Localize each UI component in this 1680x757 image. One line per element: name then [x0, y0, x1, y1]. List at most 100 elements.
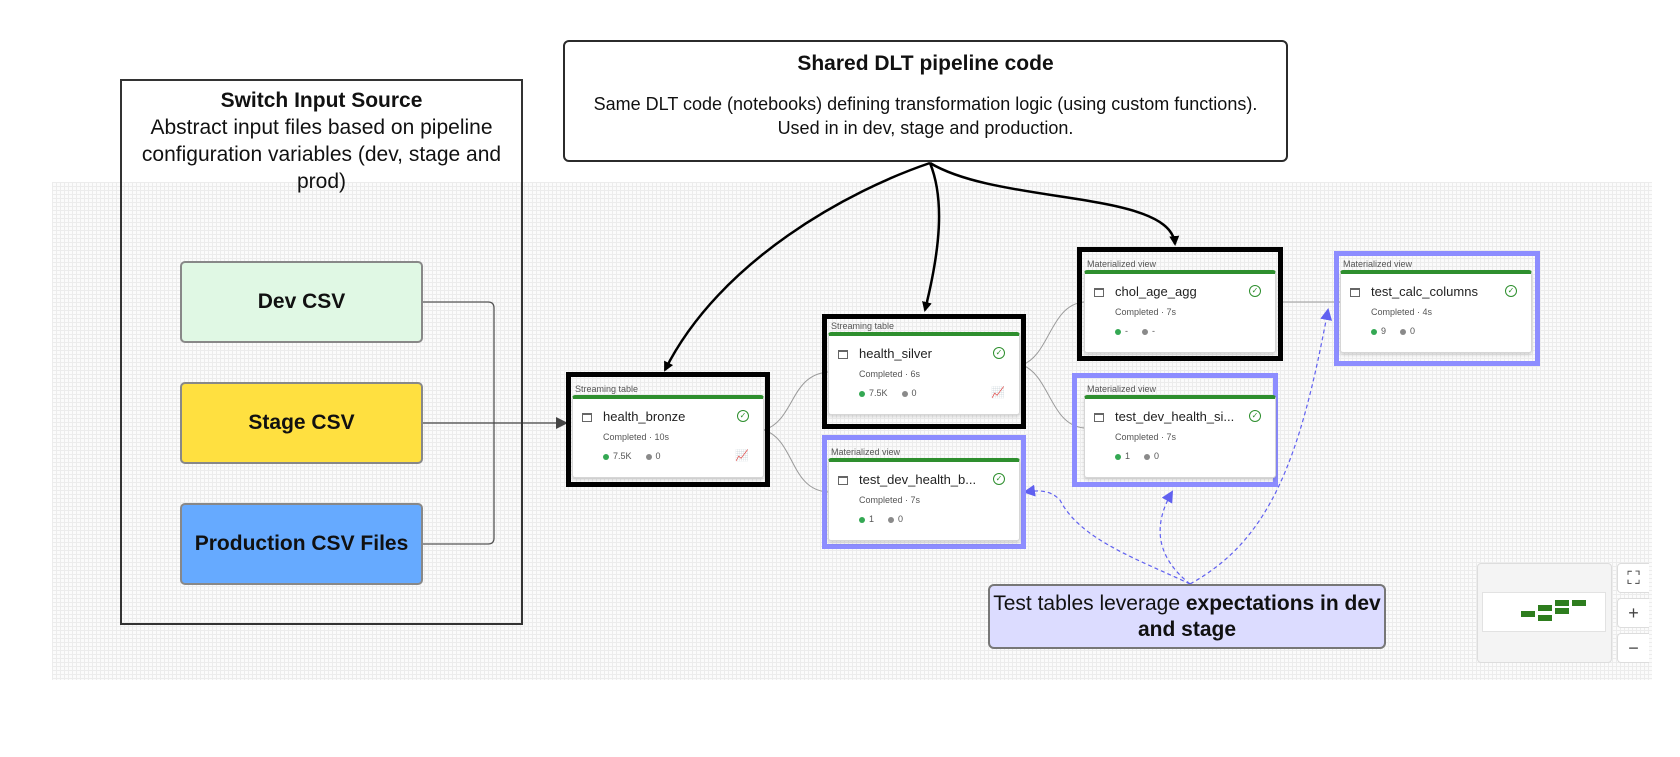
passed-dot-icon	[1115, 328, 1121, 335]
test-bronze-highlight-frame	[822, 435, 1026, 549]
node-kind: Streaming table	[575, 384, 639, 394]
passed-count: 7.5K	[613, 451, 632, 461]
source-callout-title: Switch Input Source	[220, 89, 423, 112]
zoom-in-button[interactable]: +	[1617, 598, 1649, 628]
dropped-count: 0	[1410, 326, 1416, 336]
stage-csv-source: Stage CSV	[180, 382, 423, 464]
node-status: Completed · 7s	[1115, 432, 1177, 442]
shared-pipeline-code-callout: Shared DLT pipeline code Same DLT code (…	[563, 40, 1288, 162]
passed-dot-icon	[859, 390, 865, 397]
minimap-node	[1521, 611, 1535, 617]
check-circle-icon: ✓	[993, 473, 1005, 485]
passed-dot-icon	[1115, 453, 1121, 460]
node-test-dev-health-bronze[interactable]: Materialized view test_dev_health_b... ✓…	[828, 446, 1020, 541]
test-calc-highlight-frame	[1334, 251, 1540, 366]
check-circle-icon: ✓	[1249, 285, 1261, 297]
line-chart-icon[interactable]: 📈	[991, 387, 1005, 399]
silver-highlight-frame	[822, 314, 1026, 429]
dropped-count: 0	[655, 451, 661, 461]
shared-to-agg-arrow	[929, 161, 1180, 246]
node-name: test_calc_columns	[1371, 284, 1478, 299]
dropped-count: -	[1152, 326, 1155, 336]
dropped-dot-icon	[645, 453, 652, 460]
node-chol-age-agg[interactable]: Materialized view chol_age_agg ✓ Complet…	[1084, 258, 1276, 353]
dropped-dot-icon	[1142, 328, 1148, 335]
shared-to-bronze-arrow	[663, 161, 931, 372]
node-status: Completed · 7s	[859, 495, 921, 505]
test-tables-note-callout: Test tables leverage expectations in dev…	[988, 584, 1386, 649]
agg-highlight-frame	[1077, 247, 1283, 361]
passed-count: -	[1125, 326, 1128, 336]
node-metrics: 7.5K 0	[603, 451, 661, 461]
node-kind: Materialized view	[1087, 259, 1157, 269]
dropped-dot-icon	[1144, 453, 1151, 460]
table-icon	[582, 413, 592, 422]
node-status: Completed · 6s	[859, 369, 921, 379]
minimap-viewport	[1482, 592, 1606, 632]
node-status: Completed · 7s	[1115, 307, 1177, 317]
node-kind: Materialized view	[1343, 259, 1413, 269]
dev-csv-source: Dev CSV	[180, 261, 423, 343]
table-icon	[1350, 288, 1360, 297]
node-kind: Materialized view	[831, 447, 901, 457]
passed-dot-icon	[603, 453, 609, 460]
node-kind: Streaming table	[831, 321, 895, 331]
prod-connector	[423, 424, 495, 545]
passed-dot-icon	[1371, 328, 1377, 335]
minimap-node	[1538, 605, 1552, 611]
shared-to-silver-arrow	[922, 162, 941, 312]
dropped-count: 0	[911, 388, 917, 398]
table-icon	[838, 476, 848, 485]
fit-view-button[interactable]: ⛶	[1617, 563, 1649, 593]
dropped-dot-icon	[901, 390, 908, 397]
note-to-test-bronze-arrow	[1023, 484, 1191, 585]
node-name: test_dev_health_b...	[859, 472, 977, 487]
table-icon	[1094, 413, 1104, 422]
passed-count: 1	[1125, 451, 1131, 461]
source-callout-body: Abstract input files based on pipeline c…	[141, 116, 502, 193]
note-plain-text: Test tables leverage	[993, 591, 1186, 615]
node-health-silver[interactable]: Streaming table health_silver ✓ Complete…	[828, 320, 1020, 415]
node-test-dev-health-silver[interactable]: Materialized view test_dev_health_si... …	[1084, 383, 1276, 478]
node-name: chol_age_agg	[1115, 284, 1197, 299]
node-name: health_bronze	[603, 409, 686, 424]
check-circle-icon: ✓	[1249, 410, 1261, 422]
note-bold-text: expectations in dev and stage	[1137, 591, 1381, 641]
passed-dot-icon	[859, 516, 865, 523]
note-to-test-silver-arrow	[1159, 490, 1191, 585]
edge-bronze-silver	[763, 371, 829, 431]
passed-count: 7.5K	[869, 388, 888, 398]
check-circle-icon: ✓	[1505, 285, 1517, 297]
minimap[interactable]	[1477, 563, 1612, 663]
shared-callout-body: Same DLT code (notebooks) defining trans…	[593, 94, 1258, 138]
edge-silver-agg	[1021, 301, 1085, 366]
node-name: test_dev_health_si...	[1115, 409, 1235, 424]
passed-count: 1	[869, 514, 875, 524]
note-to-calc-arrow	[1189, 308, 1333, 585]
production-csv-source: Production CSV Files	[180, 503, 423, 585]
check-circle-icon: ✓	[737, 410, 749, 422]
node-name: health_silver	[859, 346, 932, 361]
node-test-calc-columns[interactable]: Materialized view test_calc_columns ✓ Co…	[1340, 258, 1532, 353]
dropped-count: 0	[898, 514, 904, 524]
shared-callout-title: Shared DLT pipeline code	[797, 52, 1054, 75]
node-status: Completed · 4s	[1371, 307, 1433, 317]
check-circle-icon: ✓	[993, 347, 1005, 359]
minimap-node	[1555, 600, 1569, 606]
passed-count: 9	[1381, 326, 1387, 336]
edge-bronze-test	[763, 429, 829, 493]
zoom-out-button[interactable]: −	[1617, 633, 1649, 663]
minimap-node	[1555, 608, 1569, 614]
node-health-bronze[interactable]: Streaming table health_bronze ✓ Complete…	[572, 383, 764, 478]
table-icon	[838, 350, 848, 359]
switch-input-source-callout: Switch Input Source Abstract input files…	[120, 79, 523, 625]
minimap-node	[1572, 600, 1586, 606]
node-status: Completed · 10s	[603, 432, 670, 442]
table-icon	[1094, 288, 1104, 297]
dropped-count: 0	[1154, 451, 1160, 461]
line-chart-icon[interactable]: 📈	[735, 450, 749, 462]
